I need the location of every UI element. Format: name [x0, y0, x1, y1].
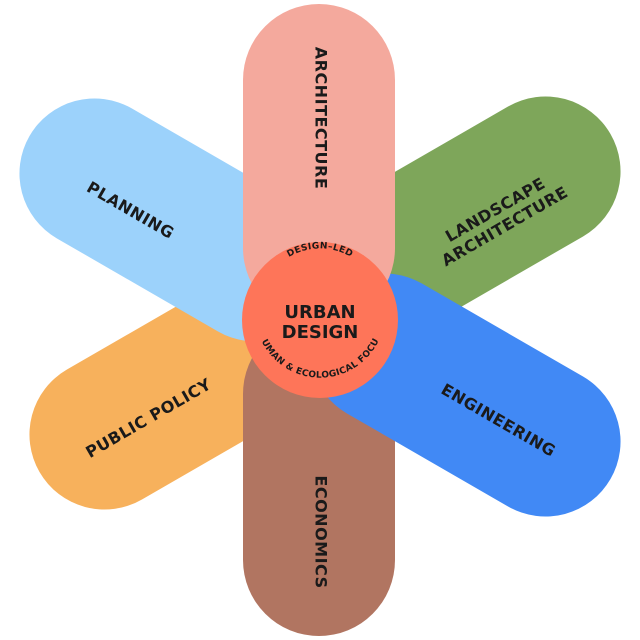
urban-design-circle — [242, 242, 398, 398]
petal-architecture — [243, 4, 395, 324]
label-economics: ECONOMICS — [312, 475, 331, 588]
label-architecture: ARCHITECTURE — [312, 47, 331, 190]
center-title-line2: DESIGN — [282, 322, 359, 343]
petal-architecture-shape — [243, 4, 395, 324]
center-title-line1: URBAN — [284, 302, 355, 323]
